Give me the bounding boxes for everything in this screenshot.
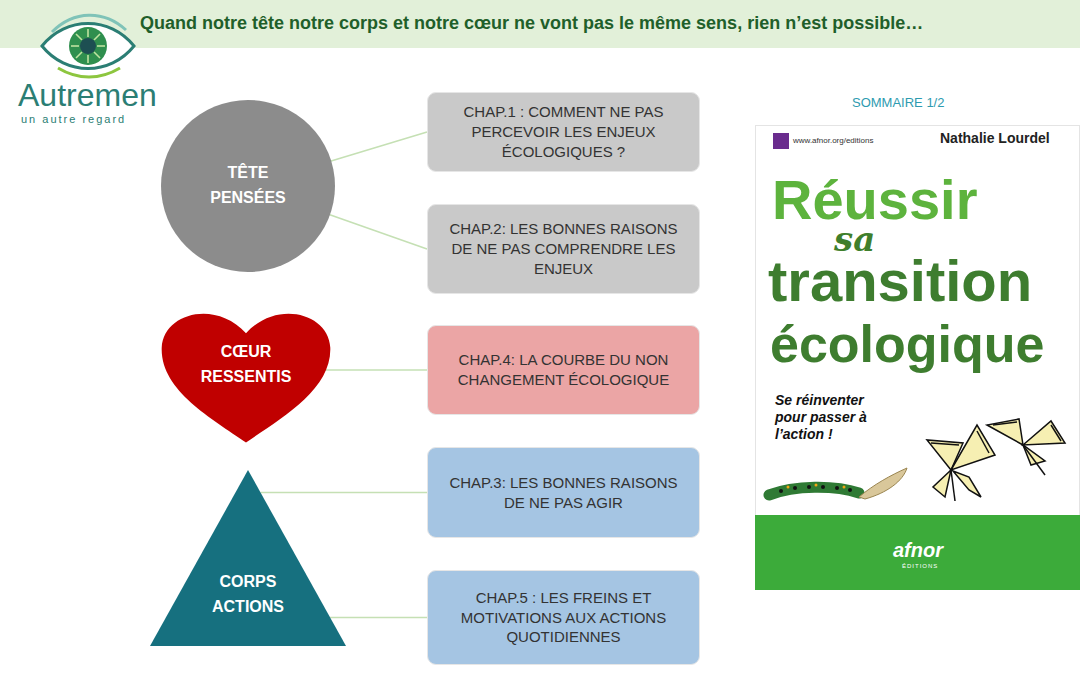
publisher-tagline: ÉDITIONS bbox=[902, 563, 938, 570]
publisher-logo: afnor bbox=[893, 538, 943, 562]
label-holder: www.afnor.org/editions bbox=[793, 136, 874, 146]
triangle-shape bbox=[150, 470, 346, 646]
node-text-area: CORPSACTIONS bbox=[150, 470, 346, 646]
chapter-title: CHAP.3: LES BONNES RAISONS DE NE PAS AGI… bbox=[440, 473, 687, 513]
logo-name: Autremen bbox=[18, 76, 157, 114]
book-title: transition bbox=[768, 252, 1032, 310]
label-holder: Se réinventer pour passer à l’action ! bbox=[775, 392, 893, 442]
chapter-box: CHAP.3: LES BONNES RAISONS DE NE PAS AGI… bbox=[427, 447, 700, 538]
feeling-heart: CŒURRESSENTIS bbox=[160, 302, 332, 444]
shape-label: PENSÉES bbox=[210, 186, 286, 211]
book-title: écologique bbox=[770, 318, 1044, 370]
label-holder: écologique bbox=[770, 318, 1044, 370]
label-holder: transition bbox=[768, 252, 1032, 310]
shape-label: ACTIONS bbox=[212, 595, 284, 620]
node-text-area: CHAP.4: LA COURBE DU NON CHANGEMENT ÉCOL… bbox=[428, 326, 699, 414]
label-holder: Autremen bbox=[18, 76, 157, 114]
label-holder: ÉDITIONS bbox=[902, 563, 938, 570]
shape-label: CORPS bbox=[220, 570, 277, 595]
connector-line bbox=[329, 215, 427, 249]
label-holder: Nathalie Lourdel bbox=[940, 130, 1050, 147]
page-title: Quand notre tête notre corps et notre cœ… bbox=[140, 13, 923, 34]
node-text-area: CHAP.3: LES BONNES RAISONS DE NE PAS AGI… bbox=[428, 448, 699, 537]
publisher-url: www.afnor.org/editions bbox=[793, 136, 874, 146]
book-title: sa bbox=[834, 222, 875, 256]
chapter-title: CHAP.4: LA COURBE DU NON CHANGEMENT ÉCOL… bbox=[440, 350, 687, 390]
publisher-icon bbox=[773, 133, 789, 149]
book-title: Réussir bbox=[772, 172, 977, 228]
butterfly bbox=[987, 419, 1065, 475]
label-holder: SOMMAIRE 1/2 bbox=[852, 95, 944, 111]
butterfly bbox=[927, 425, 995, 501]
node-text-area: TÊTEPENSÉES bbox=[161, 100, 335, 272]
connector-line bbox=[330, 617, 427, 619]
caterpillar bbox=[769, 484, 859, 496]
action-triangle: CORPSACTIONS bbox=[150, 470, 346, 646]
circle-shape bbox=[161, 100, 335, 272]
connector-line bbox=[261, 492, 428, 494]
chrysalis bbox=[859, 468, 907, 499]
shape-label: CŒUR bbox=[221, 340, 272, 365]
section-label: SOMMAIRE 1/2 bbox=[852, 95, 944, 111]
chapter-box: CHAP.4: LA COURBE DU NON CHANGEMENT ÉCOL… bbox=[427, 325, 700, 415]
node-text-area: CHAP.1 : COMMENT NE PAS PERCEVOIR LES EN… bbox=[428, 93, 699, 171]
node-text-area: CŒURRESSENTIS bbox=[160, 302, 332, 444]
action-triangle-outline bbox=[150, 470, 346, 646]
chapter-title: CHAP.2: LES BONNES RAISONS DE NE PAS COM… bbox=[440, 219, 687, 278]
book-subtitle: Se réinventer pour passer à l’action ! bbox=[775, 392, 893, 442]
heart-shape bbox=[162, 314, 331, 443]
label-holder: afnor bbox=[893, 538, 943, 562]
chapter-title: CHAP.5 : LES FREINS ET MOTIVATIONS AUX A… bbox=[440, 588, 687, 647]
logo-tagline: un autre regard bbox=[21, 113, 126, 126]
node-text-area: CHAP.2: LES BONNES RAISONS DE NE PAS COM… bbox=[428, 205, 699, 293]
thought-circle: TÊTEPENSÉES bbox=[161, 100, 335, 272]
node-text-area: CHAP.5 : LES FREINS ET MOTIVATIONS AUX A… bbox=[428, 571, 699, 664]
thought-circle-outline bbox=[161, 100, 335, 272]
logo-eye bbox=[38, 10, 138, 82]
label-holder: un autre regard bbox=[21, 113, 126, 126]
chapter-box: CHAP.1 : COMMENT NE PAS PERCEVOIR LES EN… bbox=[427, 92, 700, 172]
shape-label: TÊTE bbox=[228, 161, 269, 186]
shape-label: RESSENTIS bbox=[201, 365, 292, 390]
chapter-title: CHAP.1 : COMMENT NE PAS PERCEVOIR LES EN… bbox=[440, 102, 687, 161]
label-holder: sa bbox=[834, 222, 875, 256]
chapter-box: CHAP.5 : LES FREINS ET MOTIVATIONS AUX A… bbox=[427, 570, 700, 665]
chapter-box: CHAP.2: LES BONNES RAISONS DE NE PAS COM… bbox=[427, 204, 700, 294]
connector-line bbox=[330, 132, 427, 161]
author-name: Nathalie Lourdel bbox=[940, 130, 1050, 147]
label-holder: Réussir bbox=[772, 172, 977, 228]
